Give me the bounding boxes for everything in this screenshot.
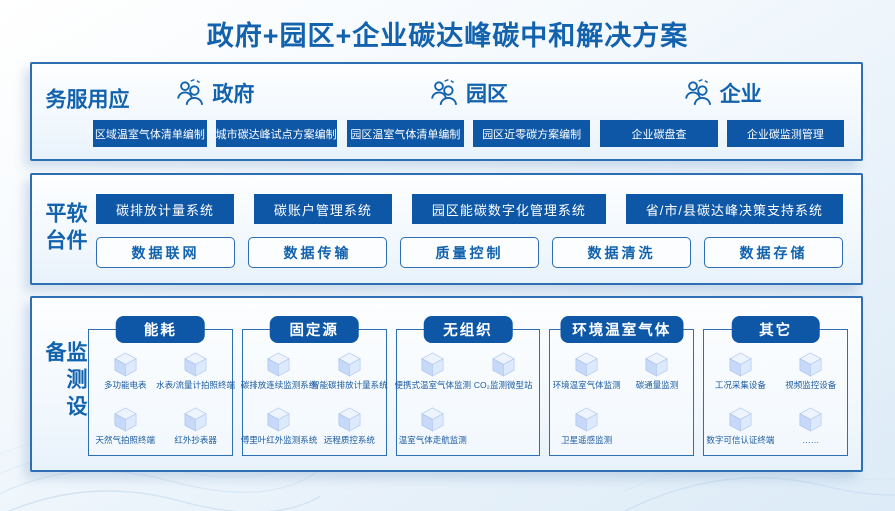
device-smart-emission-metering: 智能碳排放计量系统 — [311, 352, 388, 390]
btn-data-storage[interactable]: 数据存储 — [704, 237, 843, 268]
page-title: 政府+园区+企业碳达峰碳中和解决方案 — [206, 21, 689, 51]
btn-park-ghg-inventory[interactable]: 园区温室气体清单编制 — [346, 120, 465, 147]
device-infrared-meter-reader: 红外抄表器 — [160, 407, 230, 445]
device-cube-icon — [645, 352, 669, 377]
park-people-icon — [431, 78, 457, 105]
device-cube-icon — [267, 407, 291, 432]
btn-enterprise-carbon-monitoring-mgmt[interactable]: 企业碳监测管理 — [726, 120, 845, 147]
device-cube-icon — [575, 407, 598, 432]
group-ambient-ghg: 环境温室气体 环境温室气体监测 碳通量监测 — [549, 316, 695, 456]
government-people-icon — [177, 78, 204, 105]
device-cube-icon — [113, 407, 137, 432]
government-column-header: 政府 — [88, 70, 342, 116]
device-video-surveillance: 视频监控设备 — [776, 352, 846, 390]
enterprise-people-icon — [684, 78, 711, 105]
park-column: 园区 园区温室气体清单编制 园区近零碳方案编制 — [342, 70, 596, 147]
group-energy-consumption-header: 能耗 — [116, 316, 205, 343]
btn-park-near-zero-carbon-plan[interactable]: 园区近零碳方案编制 — [473, 120, 591, 147]
device-cube-icon — [267, 352, 291, 377]
device-cube-icon — [421, 407, 445, 432]
group-energy-consumption: 能耗 多功能电表 水表/流量计拍照终端 — [88, 316, 235, 456]
software-platform-panel: 软件平台 碳排放计量系统 碳账户管理系统 园区能碳数字化管理系统 省/市/县碳达… — [30, 173, 863, 285]
device-groups: 能耗 多功能电表 水表/流量计拍照终端 — [88, 316, 848, 456]
device-continuous-emission-monitoring: 碳排放连续监测系统 — [241, 352, 317, 390]
system-park-energy-carbon-digital-mgmt[interactable]: 园区能碳数字化管理系统 — [411, 194, 606, 224]
btn-city-carbon-peak-pilot-plan[interactable]: 城市碳达峰试点方案编制 — [215, 120, 337, 147]
data-function-row: 数据联网 数据传输 质量控制 数据清洗 数据存储 — [96, 237, 843, 268]
btn-quality-control[interactable]: 质量控制 — [400, 237, 539, 268]
park-column-header: 园区 — [342, 70, 596, 116]
device-remote-qc-system: 远程质控系统 — [314, 407, 384, 445]
application-services-columns: 政府 区域温室气体清单编制 城市碳达峰试点方案编制 园区 园区温室气体清单编制 — [88, 70, 849, 147]
system-carbon-account-mgmt[interactable]: 碳账户管理系统 — [253, 194, 392, 224]
btn-regional-ghg-inventory[interactable]: 区域温室气体清单编制 — [93, 120, 207, 147]
device-cube-icon — [491, 352, 515, 377]
group-fugitive-header: 无组织 — [423, 316, 513, 343]
btn-data-cleaning[interactable]: 数据清洗 — [552, 237, 691, 268]
device-cube-icon — [113, 352, 137, 377]
group-fixed-source-header: 固定源 — [269, 316, 359, 343]
application-services-side-label: 应用服务 — [43, 87, 129, 115]
device-cube-icon — [575, 352, 598, 377]
group-other-header: 其它 — [731, 316, 820, 343]
software-platform-side-label: 软件平台 — [43, 202, 87, 256]
monitoring-devices-panel: 监测设备 能耗 多功能电表 水表/流量计拍照终端 — [30, 296, 863, 472]
group-other: 其它 工况采集设备 视频监控设备 — [703, 316, 848, 456]
device-cube-icon — [337, 407, 361, 432]
device-cube-icon — [728, 407, 752, 432]
device-cube-icon — [184, 352, 207, 377]
btn-data-networking[interactable]: 数据联网 — [96, 237, 235, 268]
device-carbon-flux-monitor: 碳通量监测 — [622, 352, 692, 390]
device-cube-icon — [337, 352, 361, 377]
device-cube-icon — [799, 352, 823, 377]
device-satellite-remote-sensing: 卫星遥感监测 — [551, 407, 621, 445]
device-cube-icon — [421, 352, 445, 377]
device-cube-icon — [799, 407, 823, 432]
government-column: 政府 区域温室气体清单编制 城市碳达峰试点方案编制 — [88, 70, 342, 147]
government-label: 政府 — [212, 83, 255, 106]
monitoring-devices-side-label: 监测设备 — [43, 341, 87, 422]
device-digital-trusted-auth-terminal: 数字可信认证终端 — [705, 407, 775, 445]
device-ftir-monitoring: 傅里叶红外监测系统 — [241, 407, 317, 445]
device-water-flow-photo-terminal: 水表/流量计拍照终端 — [156, 352, 235, 390]
btn-data-transmission[interactable]: 数据传输 — [248, 237, 387, 268]
device-natural-gas-photo-terminal: 天然气拍照终端 — [90, 407, 160, 445]
system-carbon-emission-metering[interactable]: 碳排放计量系统 — [96, 194, 235, 224]
device-cube-icon — [728, 352, 752, 377]
enterprise-column-header: 企业 — [595, 70, 849, 116]
device-portable-ghg-monitor: 便携式温室气体监测 — [395, 352, 471, 390]
device-ghg-mobile-navigation-monitor: 温室气体走航监测 — [398, 407, 468, 445]
device-cube-icon — [184, 407, 207, 432]
application-services-panel: 应用服务 政府 区域温室气体清单编制 城市碳达峰试点方案编制 — [30, 62, 863, 161]
park-label: 园区 — [466, 83, 508, 106]
group-ambient-ghg-header: 环境温室气体 — [560, 316, 684, 343]
device-co2-micro-station: CO₂监测微型站 — [468, 352, 538, 390]
btn-enterprise-carbon-audit[interactable]: 企业碳盘查 — [600, 120, 718, 147]
device-ellipsis: …… — [776, 407, 846, 445]
enterprise-column: 企业 企业碳盘查 企业碳监测管理 — [595, 70, 849, 147]
enterprise-label: 企业 — [719, 83, 762, 106]
device-multifunction-meter: 多功能电表 — [90, 352, 160, 390]
group-fixed-source: 固定源 碳排放连续监测系统 智能碳排放计量系统 — [241, 316, 388, 456]
group-fugitive: 无组织 便携式温室气体监测 CO₂监测微型站 — [395, 316, 541, 456]
device-operating-condition-collector: 工况采集设备 — [705, 352, 775, 390]
device-ambient-ghg-monitor: 环境温室气体监测 — [551, 352, 621, 390]
system-bar-row: 碳排放计量系统 碳账户管理系统 园区能碳数字化管理系统 省/市/县碳达峰决策支持… — [96, 194, 843, 224]
system-province-city-county-decision-support[interactable]: 省/市/县碳达峰决策支持系统 — [625, 194, 843, 224]
